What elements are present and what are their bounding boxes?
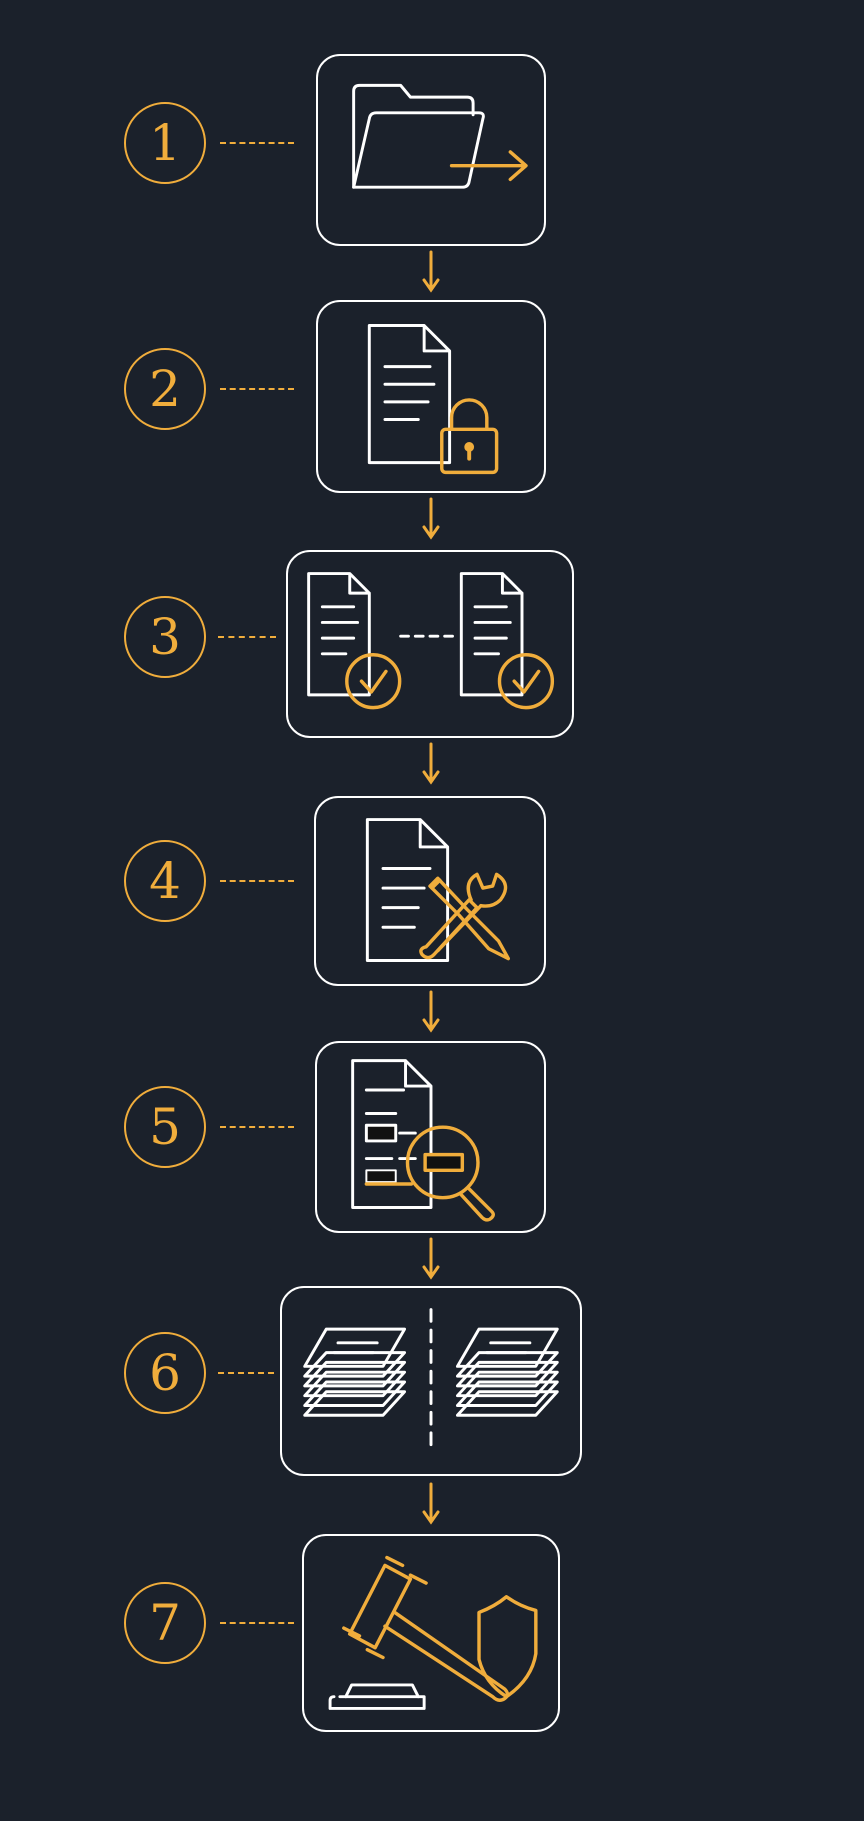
flow-arrow-4-5	[421, 990, 441, 1034]
flow-arrow-1-2	[421, 250, 441, 294]
step-1-box	[316, 54, 546, 246]
step-7-number: 7	[124, 1582, 206, 1664]
step-1-connector	[220, 142, 294, 144]
folder-export-icon	[352, 83, 528, 189]
locked-document-icon	[367, 324, 499, 475]
step-3-number: 3	[124, 596, 206, 678]
step-6-number: 6	[124, 1332, 206, 1414]
step-2-connector	[220, 388, 294, 390]
flow-arrow-6-7	[421, 1482, 441, 1526]
step-4-box	[314, 796, 546, 986]
redacted-document-search-icon	[351, 1059, 495, 1222]
step-5-number: 5	[124, 1086, 206, 1168]
step-5-connector	[220, 1126, 294, 1128]
document-tools-icon	[365, 818, 511, 962]
step-6-connector	[218, 1372, 274, 1374]
step-4-connector	[220, 880, 294, 882]
step-2-box	[316, 300, 546, 493]
step-2-number: 2	[124, 348, 206, 430]
flow-arrow-3-4	[421, 742, 441, 786]
gavel-shield-icon	[328, 1555, 538, 1710]
step-3-connector	[218, 636, 276, 638]
step-6-box	[280, 1286, 582, 1476]
step-4-number: 4	[124, 840, 206, 922]
verified-documents-pair-icon	[307, 572, 555, 710]
flow-arrow-5-6	[421, 1237, 441, 1281]
split-document-stacks-icon	[303, 1308, 559, 1452]
step-7-connector	[220, 1622, 294, 1624]
flow-arrow-2-3	[421, 497, 441, 541]
step-1-number: 1	[124, 102, 206, 184]
step-5-box	[315, 1041, 546, 1233]
step-3-box	[286, 550, 574, 738]
step-7-box	[302, 1534, 560, 1732]
